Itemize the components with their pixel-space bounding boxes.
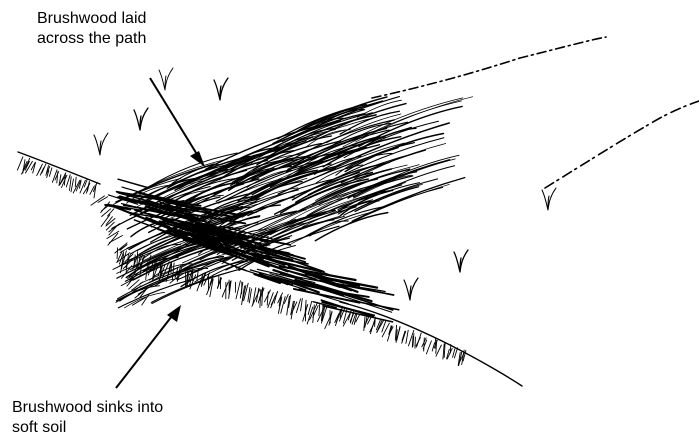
bottom-callout-arrow-line xyxy=(116,316,172,388)
top-callout-arrow-line xyxy=(150,78,198,156)
bottom-callout-line-2: soft soil xyxy=(12,418,163,438)
top-callout-label: Brushwood laid across the path xyxy=(37,9,146,49)
bottom-callout-line-1: Brushwood sinks into xyxy=(12,398,163,418)
top-callout-arrowhead xyxy=(190,151,205,167)
top-callout-line-1: Brushwood laid xyxy=(37,9,146,29)
bottom-callout-label: Brushwood sinks into soft soil xyxy=(12,398,163,438)
top-callout-line-2: across the path xyxy=(37,29,146,49)
path-edges xyxy=(18,37,699,386)
